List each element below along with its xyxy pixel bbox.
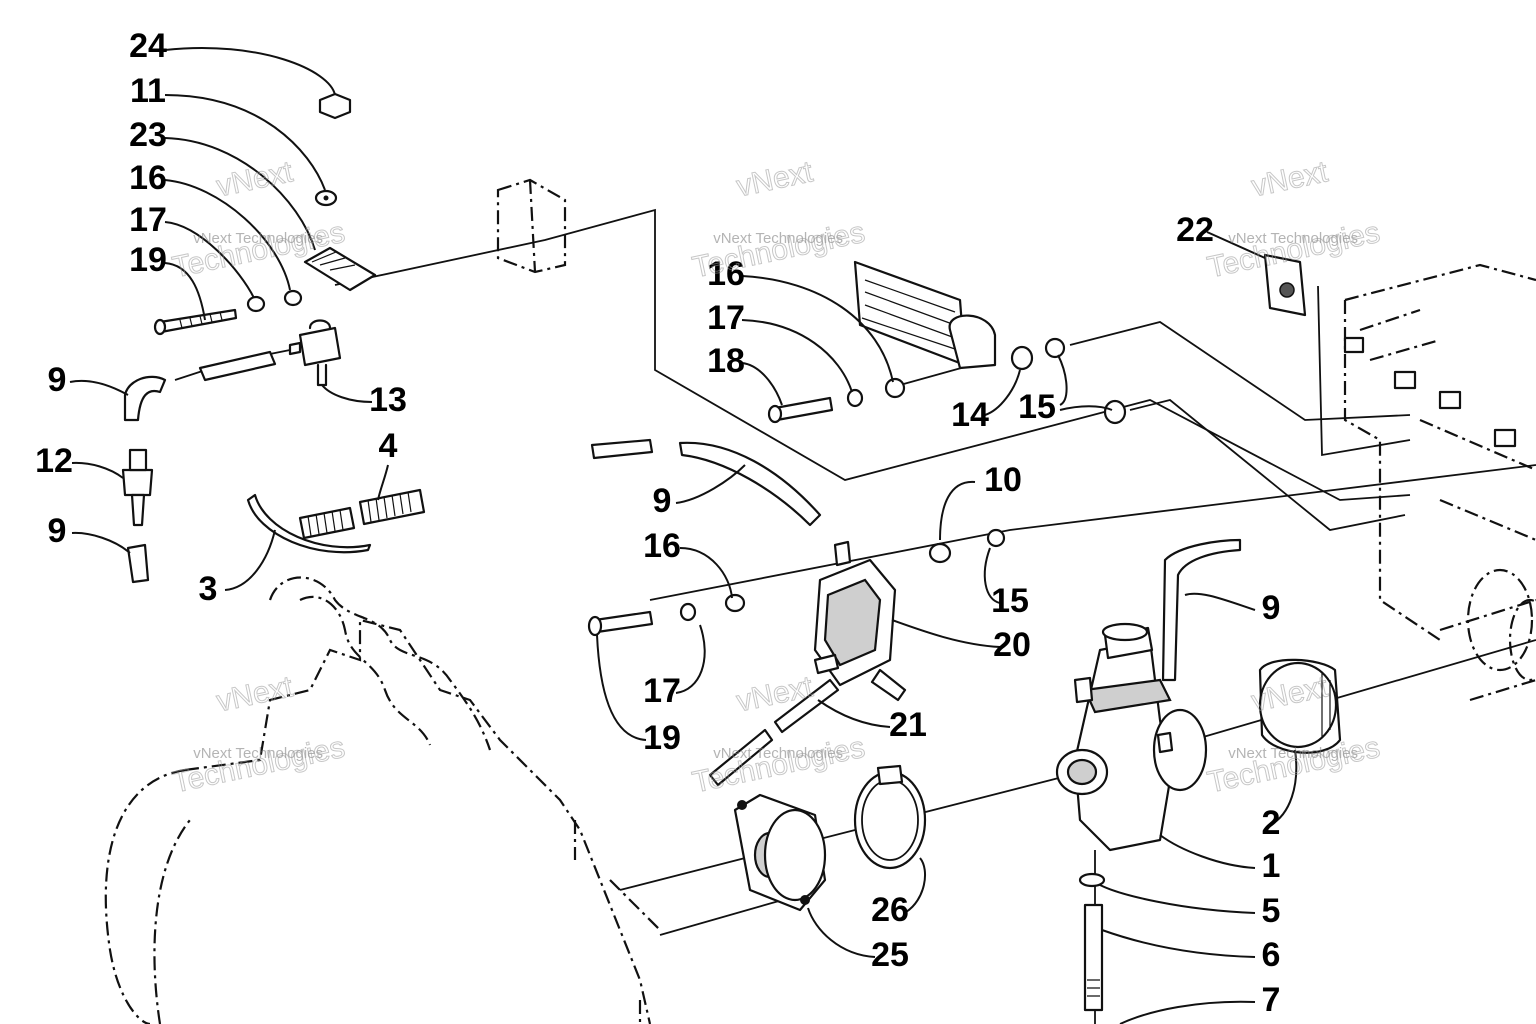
grommet-part-15b [1103,399,1127,425]
svg-text:vNext Technologies: vNext Technologies [713,745,843,762]
callout-16: 16 [643,527,681,565]
callout-9: 9 [653,482,672,520]
callout-15: 15 [991,582,1029,620]
carburetor-assembly [733,538,1342,1012]
spring-part-4a [298,506,356,540]
leader-lines [69,47,1298,1024]
screw-part-19b [593,610,654,634]
svg-text:vNext Technologies: vNext Technologies [1228,745,1358,762]
washer-part-16c [724,593,746,613]
callout-25: 25 [871,936,909,974]
nut-part-24 [318,92,352,120]
callout-9: 9 [1262,589,1281,627]
callout-23: 23 [129,116,167,154]
callout-15: 15 [1018,388,1056,426]
callout-19: 19 [129,241,167,279]
washer-part-16 [283,289,303,307]
callout-17: 17 [129,201,167,239]
callout-6: 6 [1262,936,1281,974]
svg-text:Technologies: Technologies [690,731,868,800]
spring-clip-assembly [246,488,426,554]
callout-22: 22 [1176,211,1214,249]
svg-text:vNext Technologies: vNext Technologies [193,745,323,762]
callout-12: 12 [35,442,73,480]
callout-4: 4 [379,427,398,465]
lockwasher-part-17c [679,602,697,622]
callout-9: 9 [48,512,67,550]
needle-part-6 [1083,903,1104,1012]
hose-part-9b [123,375,167,422]
callout-18: 18 [707,342,745,380]
svg-text:vNext: vNext [734,155,817,203]
lockwasher-part-17 [246,295,266,313]
hose-part-9d [590,438,654,460]
svg-text:vNext Technologies: vNext Technologies [1228,230,1358,247]
svg-text:vNext: vNext [1249,155,1332,203]
callout-13: 13 [369,381,407,419]
svg-text:Technologies: Technologies [690,216,868,285]
svg-text:vNext Technologies: vNext Technologies [713,230,843,247]
decal-part-22 [1263,253,1307,317]
grommet-part-15c [986,528,1006,548]
hose-part-9a [198,350,277,382]
hose-part-21b [708,728,774,787]
callout-10: 10 [984,461,1022,499]
lockwasher-part-17b [846,388,864,408]
airbox-phantom [1343,263,1536,702]
callout-20: 20 [993,626,1031,664]
callout-2: 2 [1262,804,1281,842]
callout-11: 11 [130,72,166,110]
callout-7: 7 [1262,981,1281,1019]
callout-labels: 24 11 23 16 17 19 9 13 12 9 3 4 16 17 18… [35,27,1280,1019]
callout-16: 16 [129,159,167,197]
spacer-part-10 [928,542,952,564]
engine-phantom-outline [104,576,661,1024]
fuel-pump-assembly [587,438,1006,787]
callout-14: 14 [951,396,989,434]
callout-3: 3 [199,570,218,608]
svg-text:Technologies: Technologies [170,731,348,800]
bracket-part-23 [303,246,377,292]
screw-part-19 [158,308,238,334]
washer-part-16b [884,377,906,399]
callout-1: 1 [1262,847,1281,885]
screw-part-18 [773,396,834,422]
hose-part-9f [1161,538,1242,682]
callout-21: 21 [889,706,927,744]
callout-16: 16 [707,255,745,293]
pump-body-part [853,260,967,367]
hose-part-9c [126,543,150,584]
grommet-part-15a [1044,337,1066,359]
callout-24: 24 [129,27,167,65]
clip-part-3 [246,493,372,554]
clip-part-5 [1078,872,1106,888]
hose-part-9e [678,441,822,527]
callout-17: 17 [643,672,681,710]
callout-19: 19 [643,719,681,757]
fuel-valve-part-13 [298,326,342,367]
clamp-part-26 [853,770,927,870]
callout-5: 5 [1262,892,1281,930]
filter-part-12 [121,468,154,497]
svg-text:vNext Technologies: vNext Technologies [193,230,323,247]
pump-mount-assembly [767,260,1127,425]
bracket-block-phantom [496,178,567,274]
callout-26: 26 [871,891,909,929]
svg-text:vNext: vNext [214,670,297,718]
grommet-part-14 [1010,345,1034,371]
callout-17: 17 [707,299,745,337]
callout-9: 9 [48,361,67,399]
svg-text:Technologies: Technologies [170,216,348,285]
hose-part-21a [773,678,840,734]
